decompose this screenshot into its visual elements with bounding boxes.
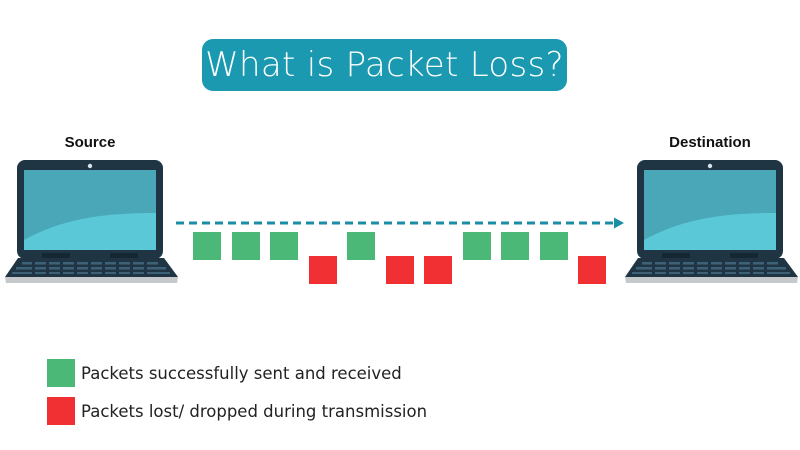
source-label: Source (64, 134, 116, 151)
title-banner: What is Packet Loss? (202, 39, 567, 91)
packet-lost (424, 256, 452, 284)
transmission-arrow-icon (176, 217, 624, 229)
legend-label-success: Packets successfully sent and received (81, 363, 402, 383)
packet-success (462, 232, 491, 260)
packet-success (193, 232, 221, 260)
packet-success (501, 232, 529, 260)
packet-lost (578, 256, 606, 284)
legend-item-success: Packets successfully sent and received (47, 359, 402, 387)
packet-success (270, 232, 298, 260)
packet-success (347, 232, 375, 260)
packet-lost (308, 256, 337, 284)
source-laptop-icon (5, 160, 178, 283)
lost-swatch-icon (47, 397, 75, 425)
destination-label: Destination (669, 134, 751, 151)
packet-lost (385, 256, 414, 284)
legend-item-lost: Packets lost/ dropped during transmissio… (47, 397, 427, 425)
packet-success (231, 232, 260, 260)
success-swatch-icon (47, 359, 75, 387)
page-title: What is Packet Loss? (205, 45, 564, 85)
destination-laptop-icon (625, 160, 798, 283)
legend-label-lost: Packets lost/ dropped during transmissio… (81, 401, 428, 421)
packet-success (539, 232, 568, 260)
